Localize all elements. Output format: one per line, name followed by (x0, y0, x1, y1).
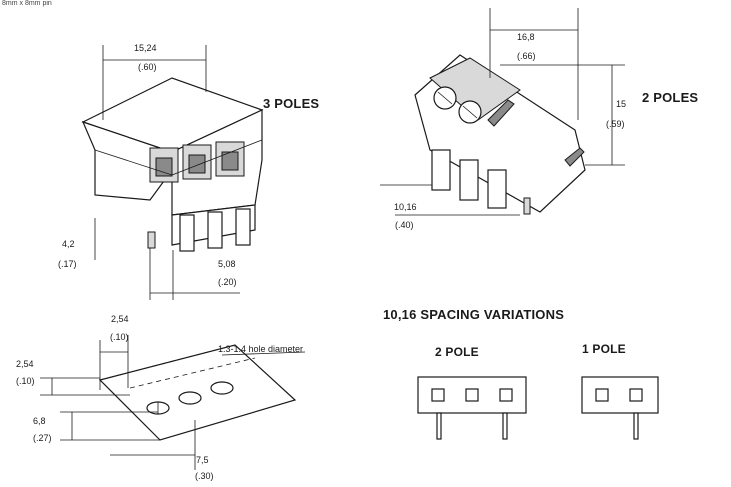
variations-title: 10,16 SPACING VARIATIONS (383, 307, 565, 322)
hole-pattern-dimension-lines (40, 335, 306, 470)
hole-pattern (98, 344, 297, 441)
three-pole-title: 3 POLES (263, 96, 320, 111)
three-pole-dimension-lines (94, 45, 240, 300)
two-pole-height-in: (.59) (606, 119, 625, 129)
three-pole-pitch-in: (.20) (218, 277, 237, 287)
hole-mid-in: (.27) (33, 433, 52, 443)
one-pole-variation-label: 1 POLE (582, 342, 626, 356)
two-pole-block (414, 54, 586, 215)
hole-bottom-mm: 7,5 (196, 455, 209, 465)
three-pole-block (81, 77, 264, 252)
two-pole-variation-label: 2 POLE (435, 345, 479, 359)
one-pole-variation (581, 376, 659, 440)
two-pole-height-mm: 15 (616, 99, 627, 109)
hole-diameter-note: 1.3-1.4 hole diameter (218, 344, 304, 354)
hole-mid-mm: 6,8 (33, 416, 46, 426)
hole-left-mm: 2,54 (16, 359, 34, 369)
hole-top-mm: 2,54 (111, 314, 129, 324)
two-pole-title: 2 POLES (642, 90, 699, 105)
three-pole-width-mm: 15,24 (134, 43, 157, 53)
two-pole-spacing-mm: 10,16 (394, 202, 417, 212)
two-pole-width-in: (.66) (517, 51, 536, 61)
two-pole-width-mm: 16,8 (517, 32, 535, 42)
two-pole-spacing-in: (.40) (395, 220, 414, 230)
hole-top-in: (.10) (110, 332, 129, 342)
three-pole-height-mm: 4,2 (62, 239, 75, 249)
hole-bottom-in: (.30) (195, 471, 214, 481)
two-pole-dimension-lines (380, 8, 625, 216)
three-pole-ribs (171, 204, 256, 252)
three-pole-width-in: (.60) (138, 62, 157, 72)
three-pole-entries (149, 141, 245, 183)
two-pole-variation (417, 376, 527, 440)
three-pole-pitch-mm: 5,08 (218, 259, 236, 269)
hole-left-in: (.10) (16, 376, 35, 386)
three-pole-height-in: (.17) (58, 259, 77, 269)
header-clip: 8mm x 8mm pin (2, 0, 52, 7)
three-pole-pin (147, 231, 156, 249)
